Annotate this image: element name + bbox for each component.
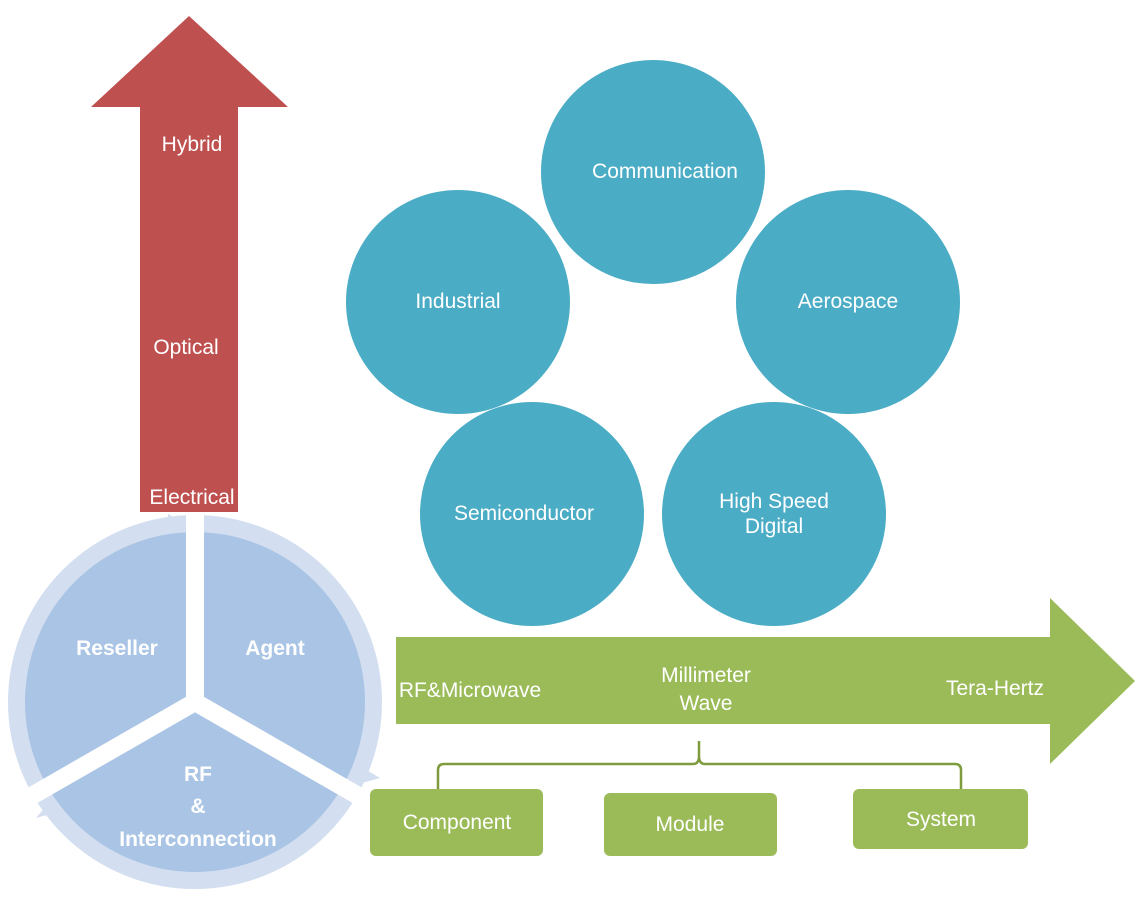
cycle-dividers xyxy=(23,515,367,806)
arrow-label-rf-microwave: RF&Microwave xyxy=(399,679,541,702)
circle-label-high-speed-line2: Digital xyxy=(745,515,803,538)
circle-communication: Communication xyxy=(541,60,765,284)
cycle-label-ampersand: & xyxy=(190,795,205,818)
circle-label-communication: Communication xyxy=(592,160,738,183)
cycle-label-interconnection: Interconnection xyxy=(119,828,277,851)
frequency-arrow-shape xyxy=(396,598,1135,764)
circle-high-speed-digital: High Speed Digital xyxy=(662,402,886,626)
frequency-arrow: RF&Microwave Millimeter Wave Tera-Hertz xyxy=(396,598,1135,764)
cycle-arrowhead-right xyxy=(344,758,380,788)
arrow-label-electrical: Electrical xyxy=(149,486,234,509)
arrow-label-tera-hertz: Tera-Hertz xyxy=(946,677,1044,700)
arrow-label-hybrid: Hybrid xyxy=(162,133,223,156)
channel-cycle: Reseller Agent RF & Interconnection xyxy=(8,514,382,889)
cycle-label-reseller: Reseller xyxy=(76,637,158,660)
arrow-label-millimeter: Millimeter xyxy=(661,664,751,687)
circle-label-high-speed-line1: High Speed xyxy=(719,490,829,513)
cycle-label-agent: Agent xyxy=(245,637,305,660)
technology-arrow-shape xyxy=(91,16,288,512)
circle-label-industrial: Industrial xyxy=(415,290,500,313)
box-system: System xyxy=(853,789,1028,849)
product-bracket xyxy=(436,741,963,792)
box-label-component: Component xyxy=(403,811,512,834)
circle-label-aerospace: Aerospace xyxy=(798,290,898,313)
box-module: Module xyxy=(604,793,777,856)
technology-arrow: Hybrid Optical Electrical xyxy=(91,16,288,512)
arrow-label-wave: Wave xyxy=(680,692,733,715)
box-label-module: Module xyxy=(656,813,725,836)
circle-industrial: Industrial xyxy=(346,190,570,414)
application-circles: Communication Industrial Aerospace Semic… xyxy=(346,60,960,626)
arrow-label-optical: Optical xyxy=(153,336,218,359)
box-label-system: System xyxy=(906,808,976,831)
product-boxes: Component Module System xyxy=(370,789,1028,856)
circle-label-semiconductor: Semiconductor xyxy=(454,502,594,525)
cycle-label-rf: RF xyxy=(184,763,212,786)
box-component: Component xyxy=(370,789,543,856)
circle-semiconductor: Semiconductor xyxy=(420,402,644,626)
circle-aerospace: Aerospace xyxy=(736,190,960,414)
